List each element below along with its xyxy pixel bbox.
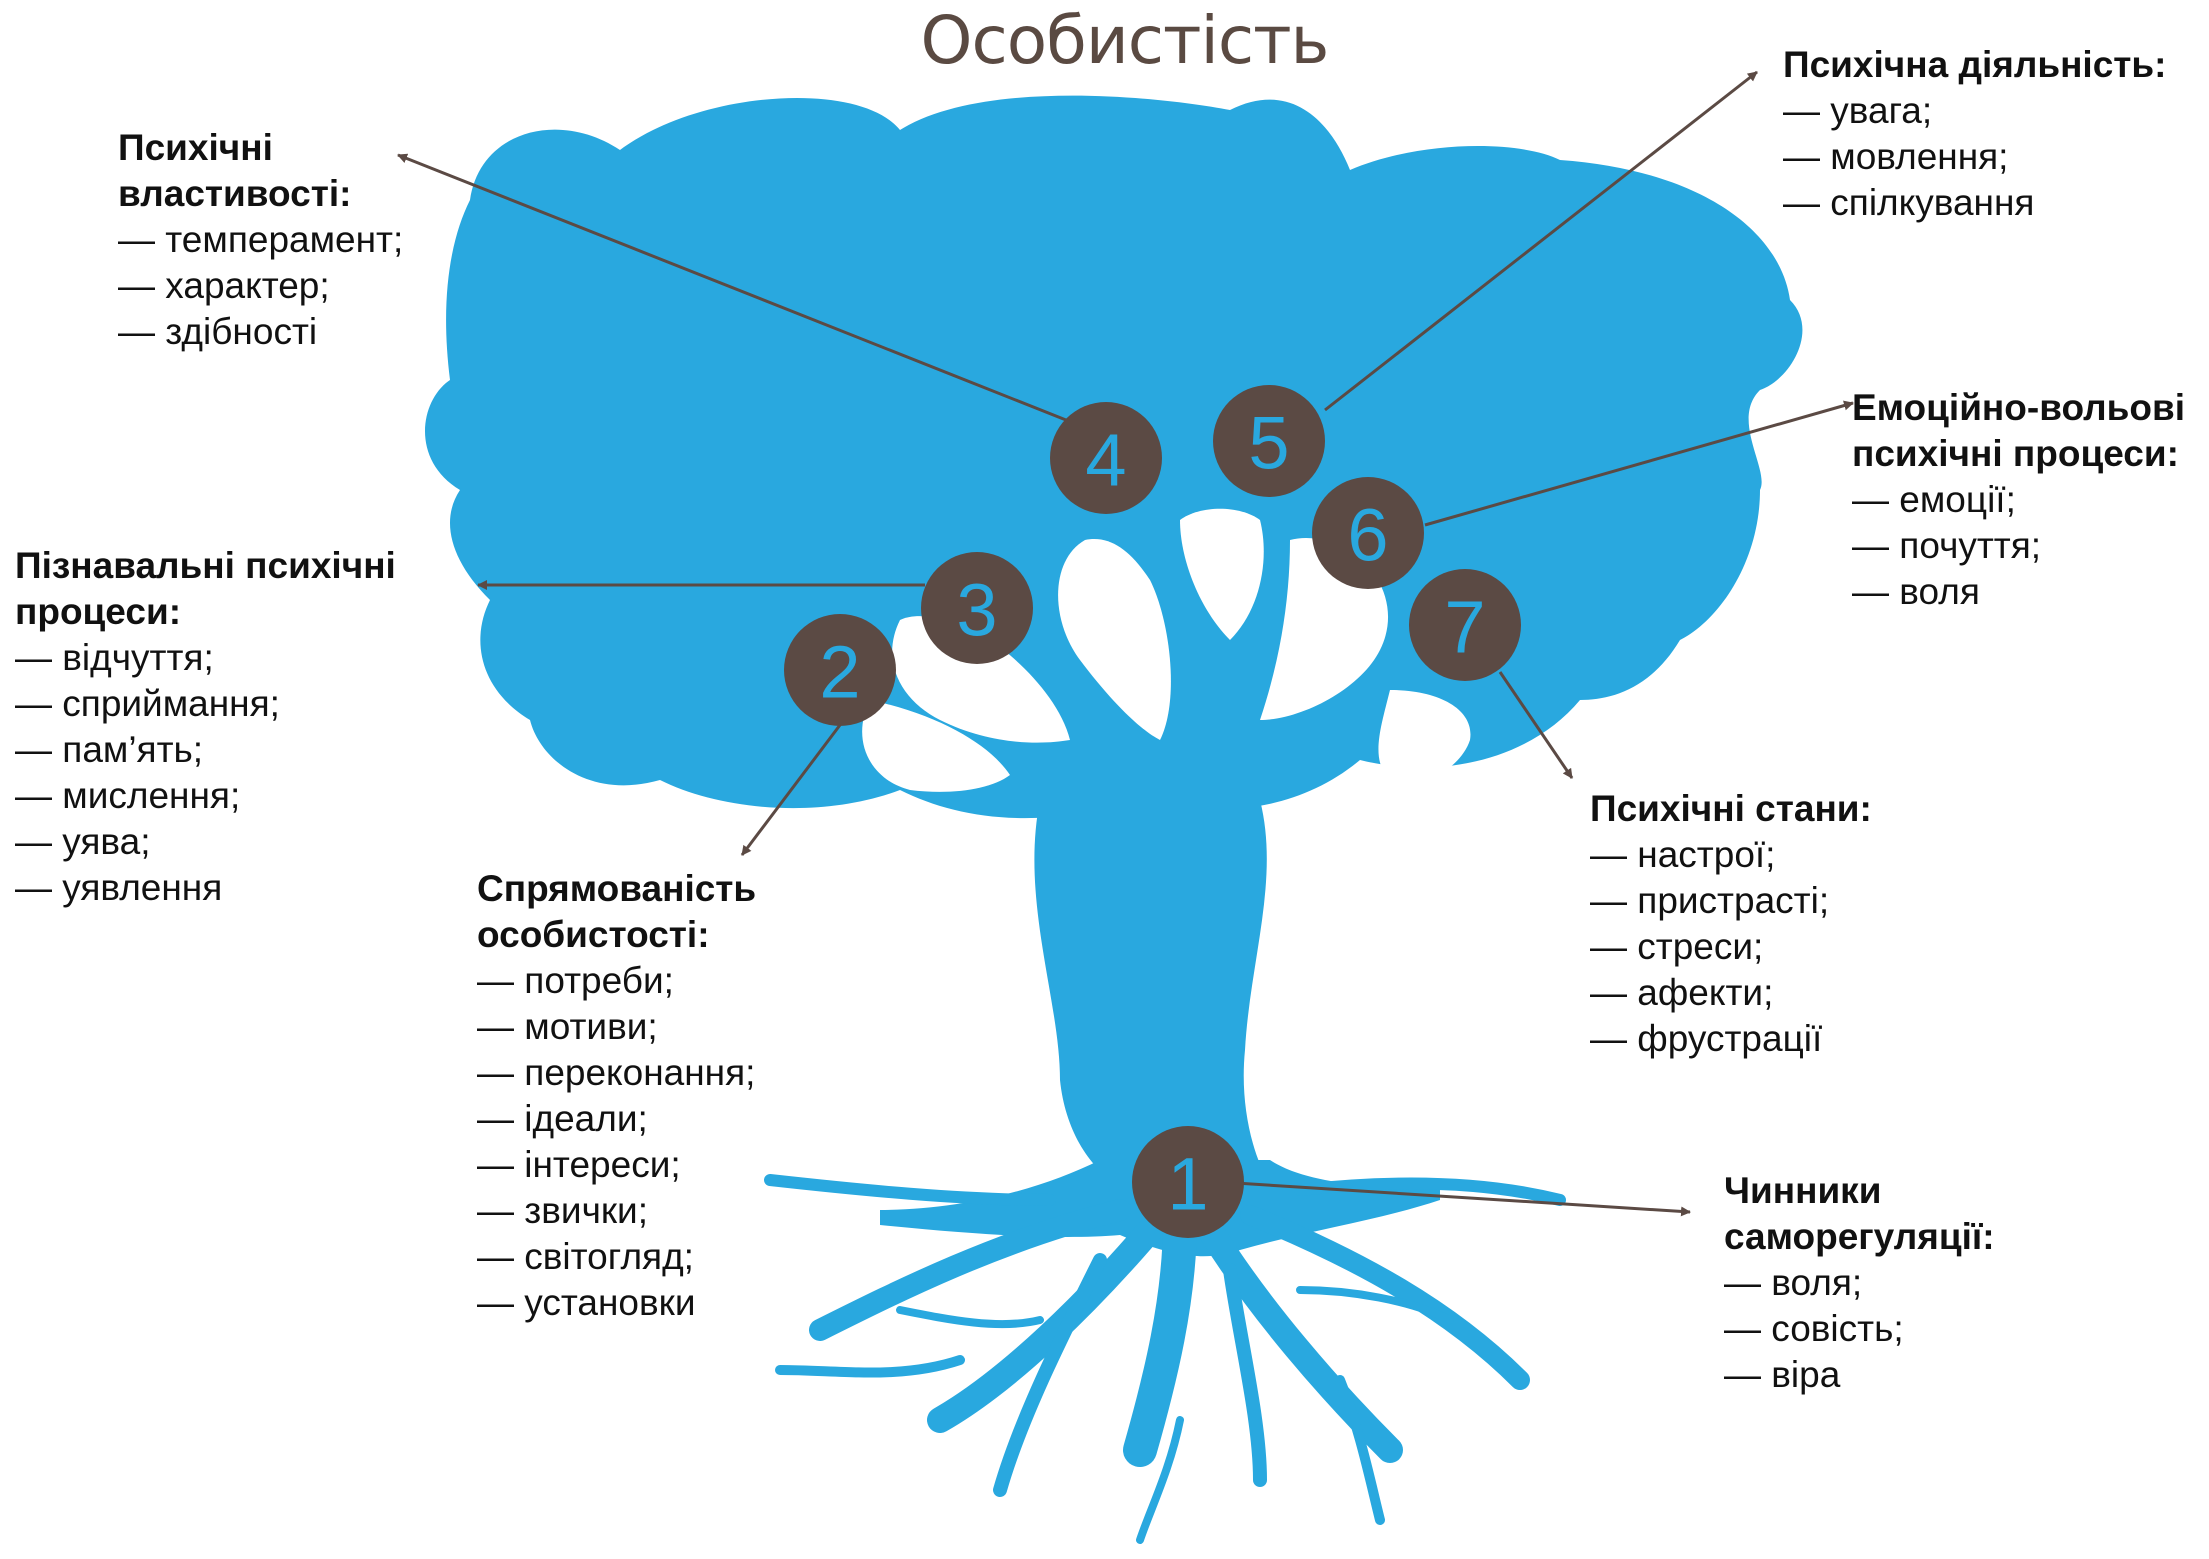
diagram-title: Особистість (920, 2, 1330, 79)
block-psychic-activity: Психічна діяльність: — увага; — мовлення… (1783, 42, 2203, 226)
node-4: 4 (1050, 402, 1162, 514)
list-item: — сприймання; (15, 683, 280, 724)
svg-text:2: 2 (819, 631, 860, 714)
tree-trunk (1034, 800, 1270, 1185)
list-item: — уявлення (15, 867, 223, 908)
connector-arrows (397, 70, 1854, 1217)
block-heading: Емоційно-вольові психічні процеси: (1852, 387, 2186, 474)
list-item: — настрої; (1590, 834, 1776, 875)
block-heading: Психічна діяльність: (1783, 44, 2167, 85)
list-item: — здібності (118, 311, 318, 352)
list-item: — темперамент; (118, 219, 404, 260)
node-3: 3 (921, 552, 1033, 664)
block-emotional-volitional: Емоційно-вольові психічні процеси: — емо… (1852, 385, 2207, 615)
list-item: — фрустрації (1590, 1018, 1823, 1059)
list-item: — потреби; (477, 960, 674, 1001)
svg-text:1: 1 (1167, 1143, 1208, 1226)
arrow-node-6 (1424, 400, 1854, 527)
svg-text:3: 3 (956, 569, 997, 652)
block-heading: Спрямованість особистості: (477, 868, 757, 955)
node-1: 1 (1132, 1126, 1244, 1238)
list-item: — установки (477, 1282, 696, 1323)
arrow-node-4 (397, 153, 1067, 422)
list-item: — світогляд; (477, 1236, 694, 1277)
arrow-node-2 (740, 724, 842, 856)
list-item: — пристрасті; (1590, 880, 1830, 921)
list-item: — спілкування (1783, 182, 2035, 223)
block-personality-orientation: Спрямованість особистості: — потреби; — … (477, 866, 817, 1326)
list-item: — інтереси; (477, 1144, 681, 1185)
list-item: — ідеали; (477, 1098, 648, 1139)
list-item: — воля; (1724, 1262, 1863, 1303)
arrow-node-5 (1324, 70, 1758, 412)
node-6: 6 (1312, 477, 1424, 589)
node-7: 7 (1409, 569, 1521, 681)
list-item: — відчуття; (15, 637, 214, 678)
block-self-regulation-factors: Чинники саморегуляції: — воля; — совість… (1724, 1168, 2034, 1398)
list-item: — емоції; (1852, 479, 2016, 520)
svg-text:7: 7 (1444, 586, 1485, 669)
svg-text:5: 5 (1248, 402, 1289, 485)
tree-roots (764, 1174, 1566, 1544)
list-item: — звички; (477, 1190, 648, 1231)
block-cognitive-processes: Пізнавальні психічні процеси: — відчуття… (15, 543, 435, 911)
numbered-nodes: 1 2 3 4 5 6 7 (784, 385, 1521, 1238)
list-item: — переконання; (477, 1052, 756, 1093)
block-heading: Чинники саморегуляції: (1724, 1170, 1995, 1257)
list-item: — мотиви; (477, 1006, 658, 1047)
node-5: 5 (1213, 385, 1325, 497)
list-item: — стреси; (1590, 926, 1764, 967)
list-item: — воля (1852, 571, 1980, 612)
list-item: — характер; (118, 265, 330, 306)
list-item: — уява; (15, 821, 151, 862)
list-item: — пам’ять; (15, 729, 204, 770)
list-item: — віра (1724, 1354, 1841, 1395)
list-item: — почуття; (1852, 525, 2042, 566)
arrow-node-7 (1498, 671, 1574, 779)
svg-text:4: 4 (1085, 419, 1126, 502)
block-heading: Пізнавальні психічні процеси: (15, 545, 396, 632)
list-item: — мислення; (15, 775, 241, 816)
block-heading: Психічні властивості: (118, 127, 352, 214)
list-item: — увага; (1783, 90, 1933, 131)
list-item: — мовлення; (1783, 136, 2009, 177)
svg-text:6: 6 (1347, 494, 1388, 577)
list-item: — афекти; (1590, 972, 1774, 1013)
block-psychic-states: Психічні стани: — настрої; — пристрасті;… (1590, 786, 1950, 1062)
list-item: — совість; (1724, 1308, 1904, 1349)
arrow-node-1 (1187, 1178, 1691, 1217)
block-heading: Психічні стани: (1590, 788, 1872, 829)
node-2: 2 (784, 614, 896, 726)
block-psychic-properties: Психічні властивості: — темперамент; — х… (118, 125, 438, 355)
